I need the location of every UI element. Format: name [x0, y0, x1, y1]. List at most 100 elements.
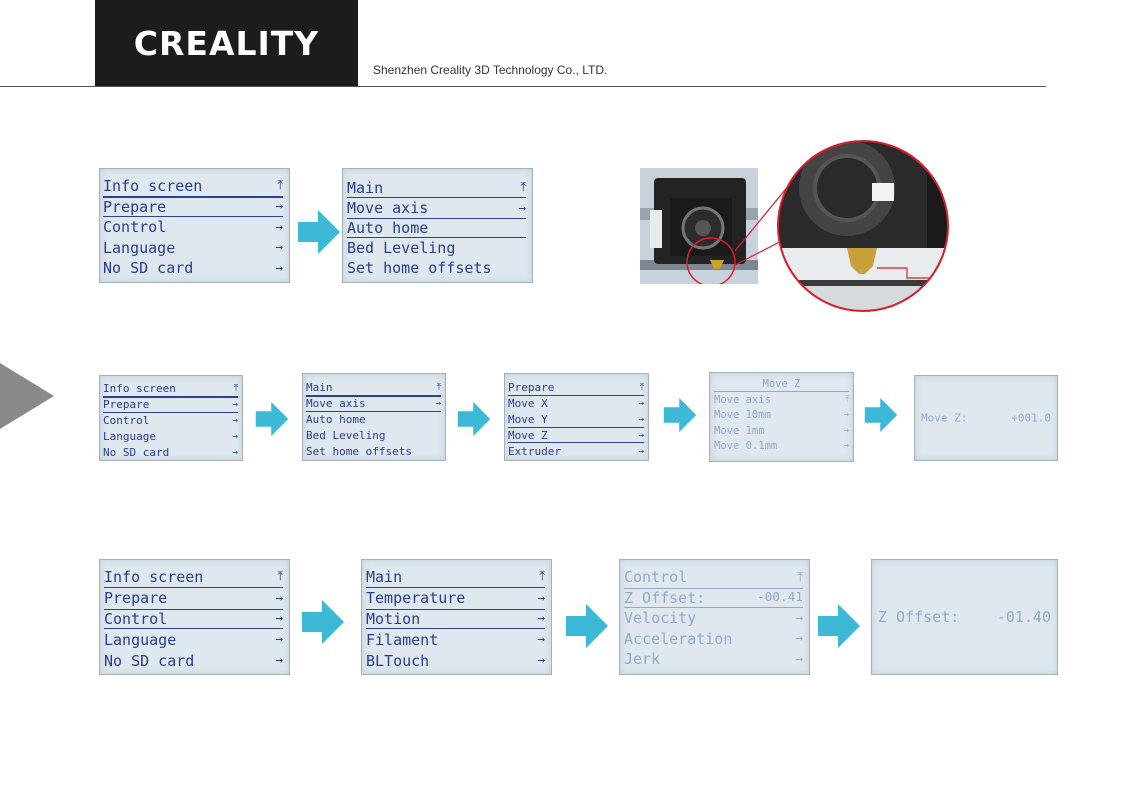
lcd-menu-row: Language →	[104, 629, 283, 650]
lcd-menu-label: Info screen	[103, 381, 176, 395]
lcd-menu-indicator: →	[843, 425, 849, 436]
lcd-menu-row: Extruder→	[508, 443, 644, 459]
lcd-menu-label: Info screen	[104, 567, 204, 586]
lcd-menu-row: Control ⤒	[624, 567, 803, 588]
lcd-menu-label: Language	[103, 429, 156, 443]
next-arrow-icon-2	[255, 402, 289, 436]
lcd-menu-row: Language→	[103, 428, 238, 444]
lcd-menu-indicator: →	[843, 410, 849, 421]
lcd-menu-indicator: →	[232, 414, 238, 426]
lcd-menu-label: Temperature	[366, 589, 466, 608]
lcd-menu-row: Temperature→	[366, 588, 545, 609]
next-arrow-icon-8	[818, 604, 860, 648]
z-offset-label: Z Offset:	[878, 608, 960, 626]
lcd-menu-label: Move Y	[508, 412, 548, 426]
lcd-menu-row: Prepare →	[103, 196, 283, 217]
lcd-menu-label: Main	[306, 380, 333, 394]
lcd-menu-row: Move axis ⤒	[714, 392, 849, 407]
lcd-menu-row: Info screen ⤒	[104, 567, 283, 588]
move-z-value: +001.0	[1011, 411, 1051, 425]
lcd-menu-indicator: →	[275, 632, 283, 648]
next-arrow-icon-7	[566, 604, 608, 648]
lcd-menu-label: Jerk	[624, 650, 661, 669]
lcd-menu-row: BLTouch→	[366, 650, 545, 671]
lcd-menu-label: Move axis	[347, 199, 429, 217]
lcd-menu-indicator: →	[638, 445, 644, 457]
lcd-menu-indicator: →	[275, 199, 283, 215]
lcd-menu-label: Acceleration	[624, 629, 733, 648]
lcd-menu-indicator: →	[638, 413, 644, 425]
lcd-menu-row: Auto home	[347, 218, 526, 238]
lcd-menu-row: Set home offsets	[347, 258, 526, 278]
lcd-title: Move Z	[714, 377, 849, 393]
lcd-menu-indicator: →	[795, 610, 803, 626]
lcd-menu-row: Prepare ⤒	[508, 380, 644, 396]
lcd-menu-label: Bed Leveling	[347, 239, 456, 257]
lcd-menu-indicator: ⤒	[539, 569, 545, 585]
lcd-menu-label: Move Z	[508, 428, 548, 442]
lcd-menu-indicator: ⤒	[797, 569, 803, 585]
lcd-menu-row: Velocity →	[624, 608, 803, 629]
lcd-menu-indicator: →	[537, 653, 545, 669]
lcd-menu-row: Jerk →	[624, 649, 803, 670]
lcd-menu-indicator: →	[232, 446, 238, 458]
nozzle-zoom-detail	[777, 140, 949, 312]
creality-logo: CREALITY	[95, 0, 358, 86]
lcd-menu-label: Set home offsets	[306, 444, 412, 458]
lcd-menu-indicator: →	[795, 651, 803, 667]
next-arrow-icon-3	[457, 402, 491, 436]
lcd-menu-row: Language→	[103, 238, 283, 259]
lcd-menu-row: Filament→	[366, 629, 545, 650]
lcd-menu-label: Move 1mm	[714, 424, 765, 437]
lcd-menu-indicator: ⤒	[436, 381, 441, 393]
lcd-menu-row: Info screen⤒	[103, 176, 283, 197]
lcd-menu-indicator: ⤒	[277, 178, 283, 194]
lcd-menu-label: Bed Leveling	[306, 428, 386, 442]
lcd-menu-label: No SD card	[103, 259, 194, 278]
next-arrow-icon-4	[663, 398, 697, 432]
lcd-menu-row: No SD card→	[103, 444, 238, 460]
lcd-menu-row: No SD card→	[104, 650, 283, 671]
lcd-menu-indicator: →	[232, 399, 238, 411]
lcd-menu-label: No SD card	[104, 651, 195, 670]
lcd-menu-label: Control	[624, 568, 688, 587]
lcd-menu-label: Control	[104, 609, 168, 628]
lcd-menu-label: Language	[103, 238, 176, 257]
lcd-menu-label: Prepare	[508, 380, 555, 394]
lcd-menu-label: Prepare	[103, 197, 167, 216]
lcd-menu-row: Bed Leveling	[347, 238, 526, 258]
lcd-menu-label: Auto home	[306, 412, 366, 426]
lcd-z-offset-value: Z Offset: -01.40	[871, 559, 1058, 675]
lcd-menu-row: Z Offset:-00.41	[624, 587, 803, 608]
lcd-menu-label: Main	[366, 567, 403, 586]
lcd-menu-row: Auto home	[306, 412, 441, 428]
lcd-menu-indicator: ⤒	[520, 180, 526, 195]
next-arrow-icon-6	[302, 600, 344, 644]
lcd-menu-indicator: →	[275, 260, 283, 276]
lcd-info-screen: Info screen⤒Prepare→Control→Language→No …	[99, 168, 290, 283]
lcd-menu-label: Control	[103, 218, 167, 237]
lcd-menu-indicator: →	[843, 441, 849, 452]
lcd-menu-label: Move axis	[714, 394, 771, 407]
lcd-menu-indicator: ⤒	[639, 381, 644, 393]
move-z-label: Move Z:	[921, 411, 968, 425]
lcd-menu-row: Main ⤒	[366, 567, 545, 588]
lcd-menu-label: Main	[347, 178, 384, 197]
lcd-menu-label: Move X	[508, 397, 548, 411]
lcd-menu-indicator: ⤒	[277, 569, 283, 585]
lcd-menu-label: Motion	[366, 609, 421, 628]
lcd-menu-label: Velocity	[624, 609, 697, 628]
lcd-menu-label: Language	[104, 630, 177, 649]
lcd-menu-label: Filament	[366, 630, 439, 649]
lcd-menu-indicator: ⤒	[845, 395, 849, 406]
lcd-menu-row: Move X→	[508, 396, 644, 412]
next-arrow-icon	[298, 210, 340, 254]
lcd-menu-row: Main ⤒	[306, 380, 441, 396]
lcd-menu-row: Move Y →	[508, 412, 644, 428]
lcd-menu-label: Control	[103, 413, 150, 427]
company-name: Shenzhen Creality 3D Technology Co., LTD…	[373, 63, 608, 77]
lcd-info-screen-3: Info screen⤒Prepare→Control→Language→No …	[99, 559, 290, 675]
